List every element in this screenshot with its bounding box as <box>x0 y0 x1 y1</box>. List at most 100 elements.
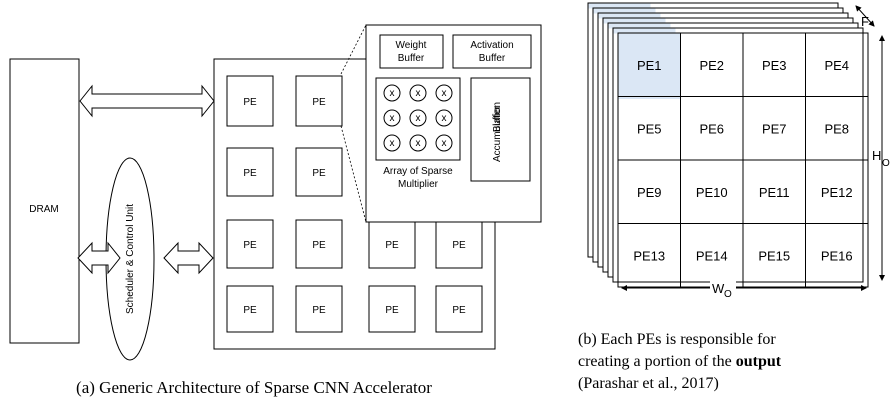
pe-output-label: PE1 <box>637 58 662 73</box>
stacked-layers <box>587 2 864 283</box>
multiplier-symbol: x <box>416 88 421 99</box>
multiplier-cell <box>409 134 427 152</box>
pe-output-label: PE6 <box>699 121 724 136</box>
pe-label: PE <box>243 97 257 108</box>
pe-output-label: PE16 <box>821 248 853 263</box>
pe-grid: PE PE PE PE PE PE PE PE PE PE PE PE <box>226 75 483 333</box>
layer-highlight <box>593 8 656 14</box>
pe-output-label: PE15 <box>758 248 790 263</box>
accumulation-buffer-line1: Accumulation <box>492 102 503 162</box>
array-caption-line2: Multiplier <box>398 179 439 190</box>
pe-output-label: PE5 <box>637 121 662 136</box>
multiplier-cell <box>435 84 453 102</box>
pe-label: PE <box>385 305 399 316</box>
caption-b-line2-text: creating a portion of the <box>578 353 736 370</box>
layer-highlight <box>613 28 676 34</box>
pe1-highlight <box>618 33 681 99</box>
pe-box <box>435 285 483 333</box>
dram-label: DRAM <box>29 204 58 215</box>
multiplier-symbol: x <box>416 113 421 124</box>
pe-label: PE <box>312 168 326 179</box>
activation-buffer-line1: Activation <box>470 40 513 51</box>
multiplier-cell <box>409 84 427 102</box>
w-dimension-label: W <box>712 281 725 296</box>
pe-output-label: PE13 <box>633 248 665 263</box>
multiplier-cell <box>383 84 401 102</box>
pe-label: PE <box>312 305 326 316</box>
dram-block <box>9 58 80 344</box>
pe-label: PE <box>243 305 257 316</box>
pe-box <box>295 285 343 333</box>
pe-box <box>295 219 343 269</box>
pe-output-label: PE14 <box>696 248 728 263</box>
w-dimension-sub: O <box>724 289 732 300</box>
pe-box <box>226 219 274 269</box>
dram-to-pe-array-arrow <box>79 84 215 118</box>
h-dimension-sub: O <box>882 158 890 169</box>
f-dimension-label: F <box>861 14 869 29</box>
h-dimension-label: H <box>872 148 881 163</box>
weight-buffer <box>379 34 444 69</box>
layer-highlight <box>598 13 661 19</box>
multiplier-symbol: x <box>442 138 447 149</box>
activation-buffer-line2: Buffer <box>479 53 506 64</box>
pe-output-label: PE10 <box>696 185 728 200</box>
accumulation-buffer <box>470 77 531 182</box>
caption-b-line3: (Parashar et al., 2017) <box>578 375 719 392</box>
multiplier-symbol: x <box>390 113 395 124</box>
weight-buffer-line1: Weight <box>396 40 427 51</box>
pe-label: PE <box>312 97 326 108</box>
f-dimension-arrow <box>855 5 875 27</box>
multiplier-symbol: x <box>442 113 447 124</box>
pe-output-label: PE12 <box>821 185 853 200</box>
pe-box <box>226 285 274 333</box>
scheduler-label: Scheduler & Control Unit <box>125 204 136 314</box>
multiplier-symbol: x <box>390 138 395 149</box>
pe-output-label: PE4 <box>824 58 849 73</box>
pe-label: PE <box>243 168 257 179</box>
pe-label: PE <box>385 240 399 251</box>
pe-output-label: PE3 <box>762 58 787 73</box>
activation-buffer <box>452 34 532 69</box>
pe-label: PE <box>243 240 257 251</box>
caption-b-line2: creating a portion of the output <box>578 353 782 370</box>
multiplier-symbol: x <box>442 88 447 99</box>
multiplier-symbol: x <box>390 88 395 99</box>
pe-box <box>226 75 274 127</box>
multiplier-cell <box>435 134 453 152</box>
pe-output-label: PE2 <box>699 58 724 73</box>
pe-output-label: PE11 <box>759 185 790 200</box>
layer-highlight <box>608 23 671 29</box>
pe-box <box>435 219 483 269</box>
multiplier-cell <box>435 109 453 127</box>
pe-output-label: PE8 <box>824 121 849 136</box>
multiplier-cells: x x x x x x x x x <box>383 84 453 152</box>
multiplier-cell <box>383 134 401 152</box>
scheduler-to-pe-array-arrow <box>163 241 214 275</box>
pe-box <box>368 285 416 333</box>
dram-to-scheduler-arrow <box>77 241 121 275</box>
pe-label: PE <box>452 305 466 316</box>
weight-buffer-line2: Buffer <box>398 53 425 64</box>
zoom-line-bottom <box>340 125 367 223</box>
pe-label: PE <box>312 240 326 251</box>
caption-b-line2-bold: output <box>736 353 782 370</box>
array-caption-line1: Array of Sparse <box>383 166 453 177</box>
multiplier-symbol: x <box>416 138 421 149</box>
accumulation-buffer-line2: Buffer <box>492 105 503 132</box>
pe-label: PE <box>452 240 466 251</box>
pe-box <box>368 219 416 269</box>
architecture-diagram: DRAM Scheduler & Control Unit PE PE PE P… <box>9 24 542 397</box>
zoom-line-top <box>340 24 367 75</box>
caption-b-line1: (b) Each PEs is responsible for <box>578 331 776 348</box>
caption-a: (a) Generic Architecture of Sparse CNN A… <box>76 378 432 397</box>
w-label-bg <box>710 280 736 294</box>
layer-highlight <box>588 3 651 9</box>
multiplier-cell <box>409 109 427 127</box>
pe-box <box>295 147 343 197</box>
pe-box <box>226 147 274 197</box>
